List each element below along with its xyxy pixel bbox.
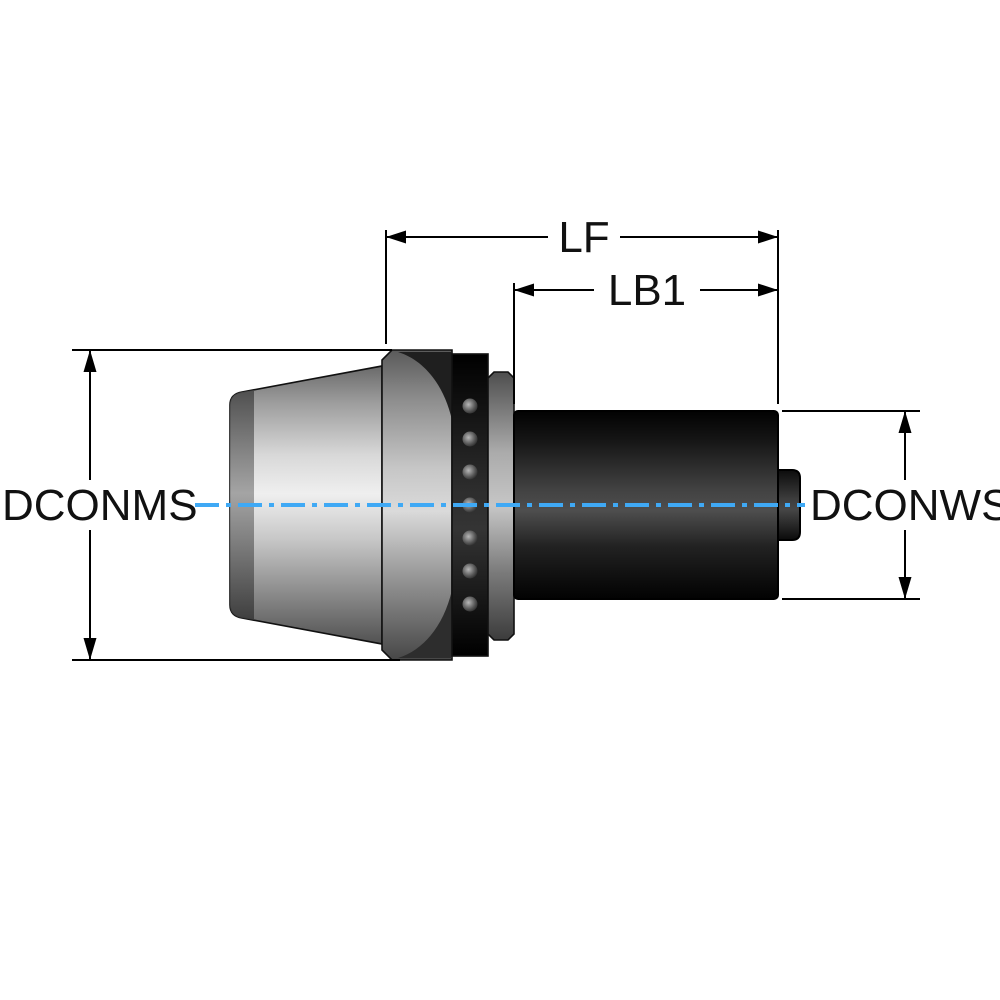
groove-dot (462, 464, 478, 480)
dconms-arrow-bottom (83, 638, 97, 660)
label-dconms: DCONMS (2, 481, 198, 530)
lb1-arrow-left (514, 283, 534, 297)
label-dconws: DCONWS (810, 481, 1000, 530)
groove-dot (462, 398, 478, 414)
dconws-label-bg (806, 480, 1000, 530)
groove-dot (462, 563, 478, 579)
dim-dconms: DCONMS (0, 349, 400, 661)
label-lf: LF (558, 213, 609, 262)
dconms-arrow-top (83, 350, 97, 372)
dim-dconws: DCONWS (782, 410, 1000, 600)
dim-lb1: LB1 (513, 265, 778, 404)
label-lb1: LB1 (608, 266, 686, 315)
lb1-label-bg (594, 265, 700, 315)
dconws-arrow-top (898, 411, 912, 433)
groove-dot (462, 431, 478, 447)
lb1-arrow-right (758, 283, 778, 297)
flange-notch-bottom (398, 590, 452, 658)
dim-lf: LF (385, 212, 779, 404)
groove-dots (462, 398, 478, 612)
lf-arrow-left (386, 230, 406, 244)
dconws-arrow-bottom (898, 577, 912, 599)
dimensions: LF LB1 DCONMS D (0, 212, 1000, 661)
lf-arrow-right (758, 230, 778, 244)
groove-dot (462, 596, 478, 612)
flange-notch-top (398, 352, 452, 420)
lf-label-bg (548, 212, 620, 262)
dconms-label-bg (0, 480, 186, 530)
groove-dot (462, 530, 478, 546)
